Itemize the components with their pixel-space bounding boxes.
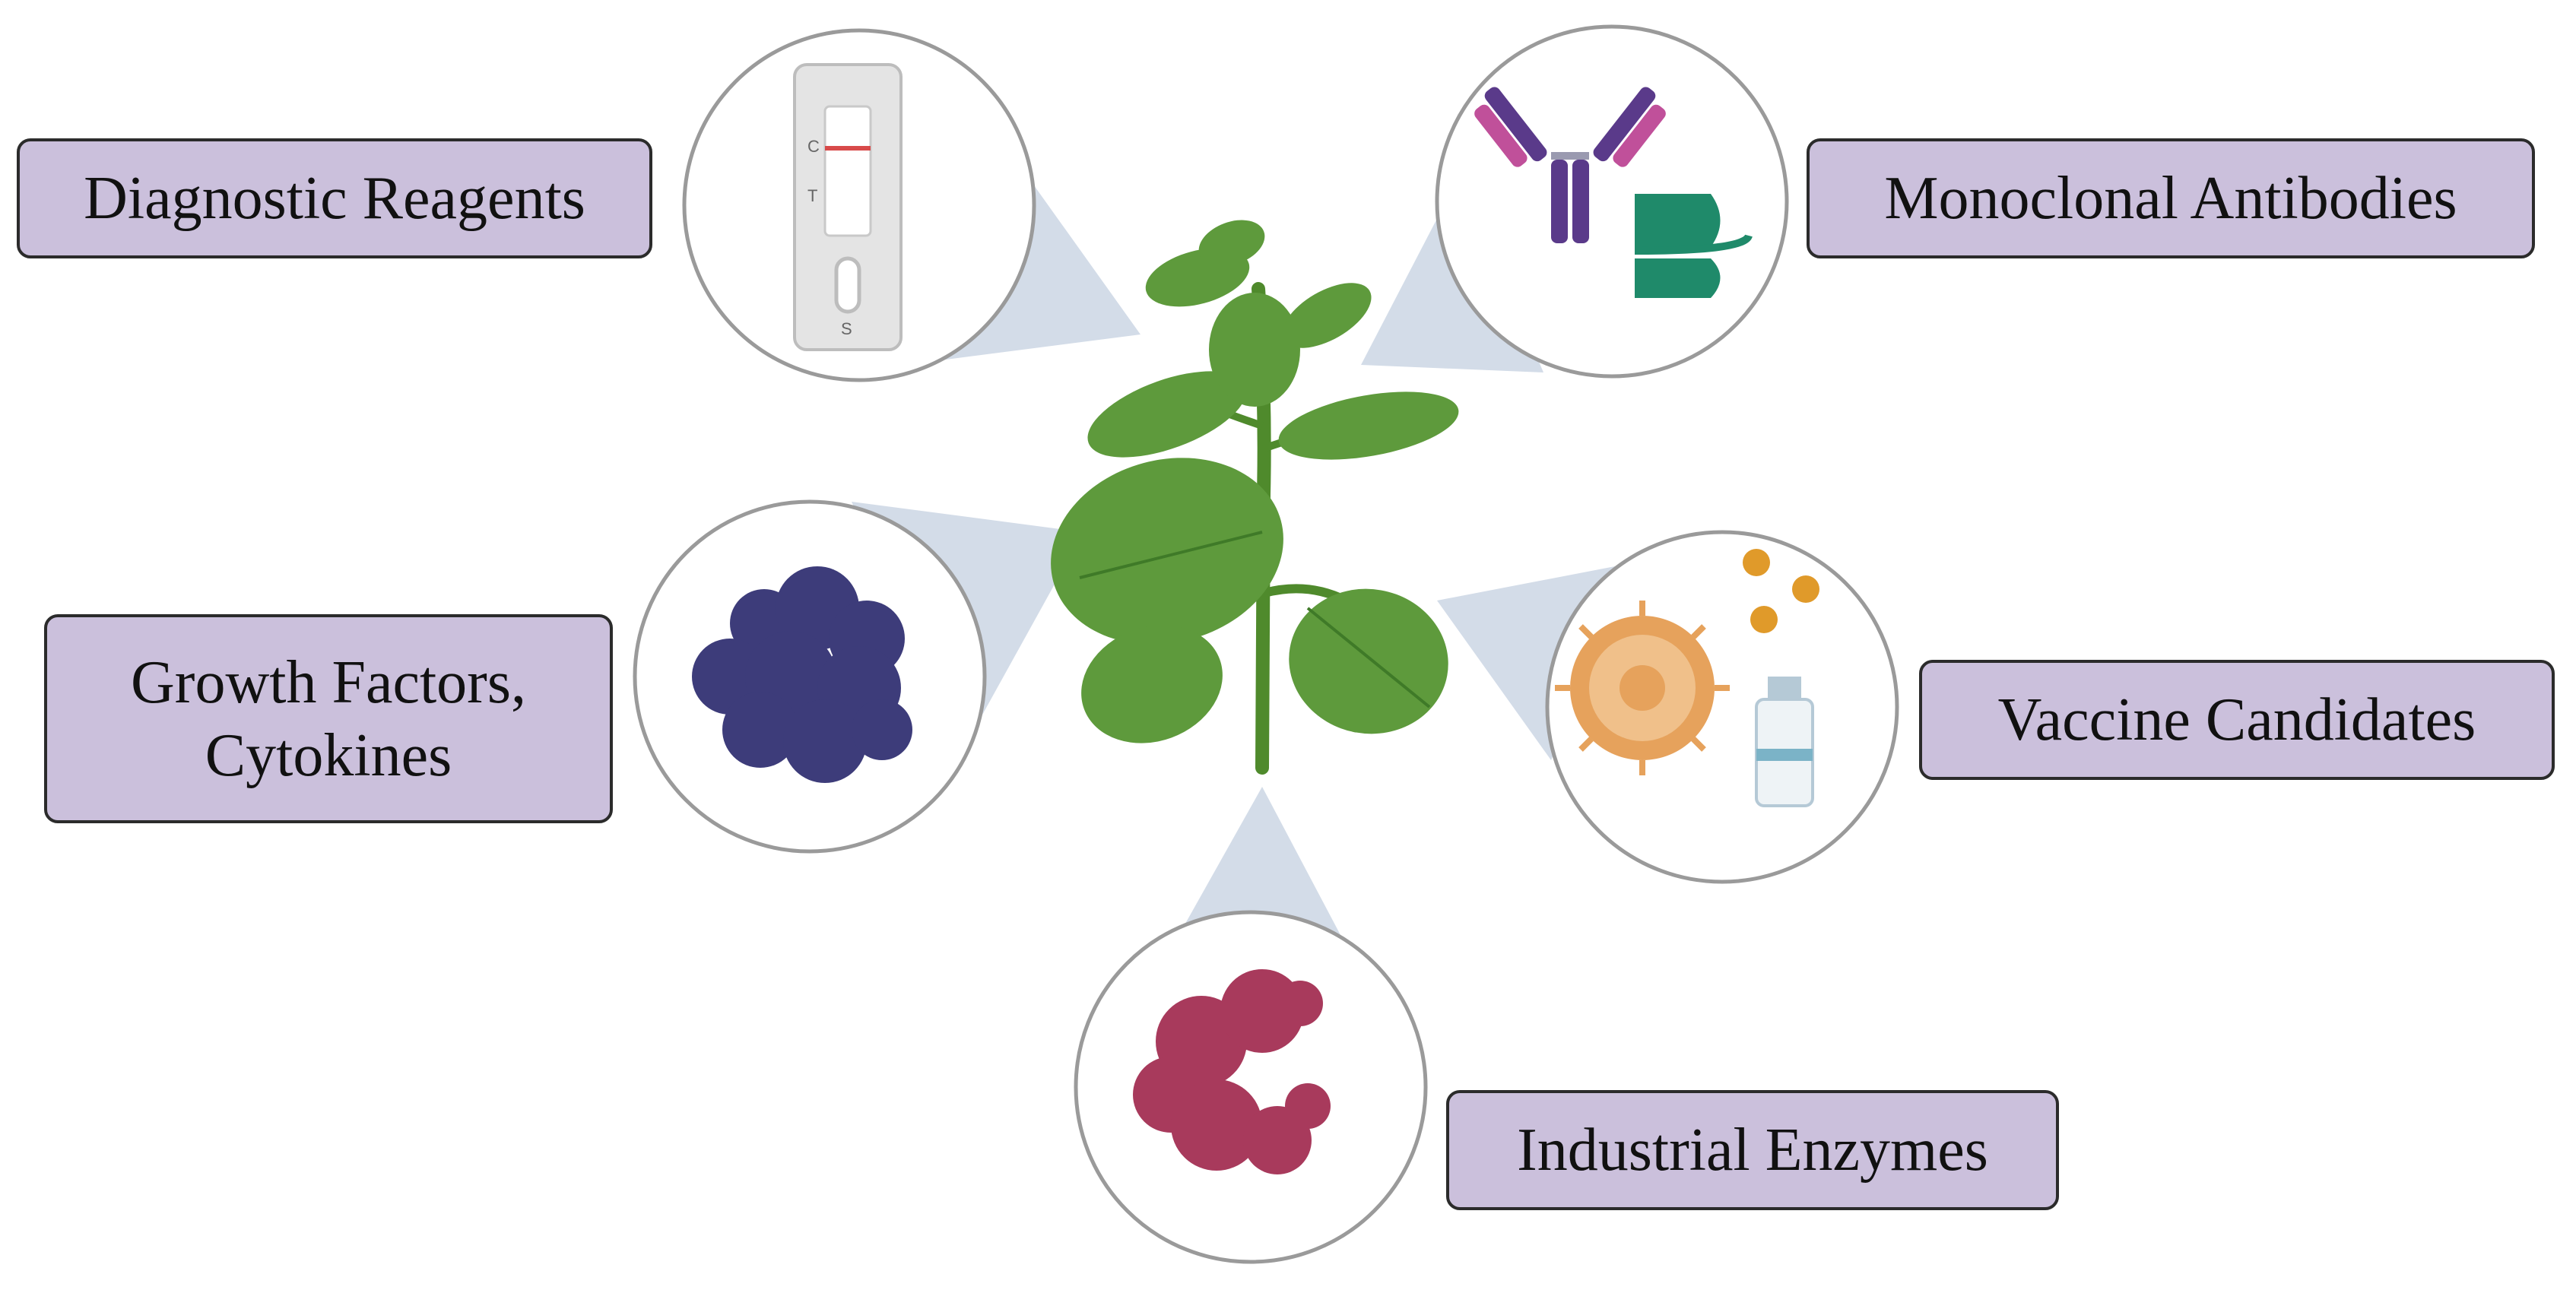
label-enzymes-text: Industrial Enzymes	[1517, 1117, 1988, 1184]
leaf-big-left	[1051, 458, 1283, 645]
tobacco-plant-icon	[1051, 220, 1459, 775]
leaf-low-left	[1081, 625, 1223, 743]
leaf-mid-right	[1278, 391, 1459, 460]
vaccine-vial-icon	[1755, 677, 1814, 807]
label-diagnostic-reagents: Diagnostic Reagents	[17, 138, 652, 258]
particles-icon	[1743, 549, 1819, 633]
label-monoclonal-antibodies: Monoclonal Antibodies	[1807, 138, 2535, 258]
leaf-top-right	[1282, 283, 1372, 348]
antibodies-circle	[1435, 24, 1789, 379]
test-strip-control-mark: C	[807, 137, 820, 156]
label-diagnostic-text: Diagnostic Reagents	[84, 165, 585, 232]
enzyme-icon	[1133, 969, 1331, 1174]
antibody-icon	[1474, 87, 1666, 243]
leaf-vein-big	[1079, 531, 1263, 579]
leaf-tip	[1198, 220, 1265, 267]
test-strip-test-mark: T	[807, 186, 817, 205]
leaf-top-center	[1209, 293, 1300, 407]
lateral-flow-test-icon: C T S	[793, 63, 903, 351]
label-antibodies-text: Monoclonal Antibodies	[1884, 165, 2457, 232]
label-vaccine-text: Vaccine Candidates	[1997, 686, 2476, 753]
label-industrial-enzymes: Industrial Enzymes	[1446, 1090, 2059, 1210]
leaf-vein-right	[1306, 607, 1431, 708]
leaf-low-right	[1289, 588, 1448, 734]
vaccine-circle	[1545, 530, 1899, 884]
diagnostic-circle: C T S	[682, 28, 1036, 382]
label-growth-factors: Growth Factors, Cytokines	[44, 614, 613, 823]
label-growth-line1: Growth Factors,	[131, 648, 526, 716]
leaf-mid-left	[1087, 371, 1247, 458]
enzymes-circle	[1074, 910, 1428, 1264]
protein-aggregate-icon	[692, 566, 912, 783]
test-strip-sample-mark: S	[841, 319, 852, 338]
virus-icon	[1555, 601, 1730, 775]
growth-circle	[633, 499, 987, 854]
rna-ribbon-icon	[1634, 194, 1753, 298]
label-vaccine-candidates: Vaccine Candidates	[1919, 660, 2555, 780]
label-growth-line2: Cytokines	[205, 721, 452, 789]
